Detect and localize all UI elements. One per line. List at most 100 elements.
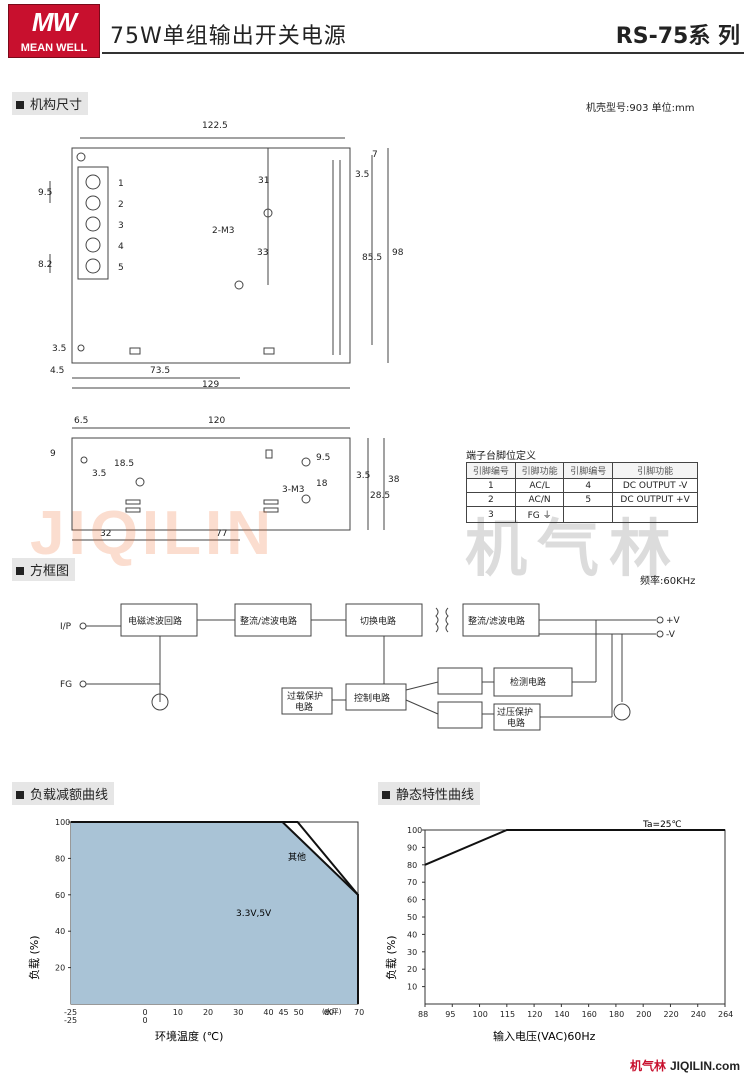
terminal-number: 3 bbox=[118, 221, 124, 231]
watermark-latin: JIQILIN bbox=[30, 499, 276, 568]
case-side-outline bbox=[71, 437, 351, 531]
dim-text: 18 bbox=[316, 479, 328, 489]
section-static: 静态特性曲线 bbox=[378, 782, 481, 805]
case-outline bbox=[71, 147, 351, 364]
series-title: RS-75系 列 bbox=[615, 24, 740, 49]
pin-table: 引脚编号 引脚功能 引脚编号 引脚功能 1 AC/L 4 DC OUTPUT -… bbox=[466, 462, 698, 523]
x-tick-label: 220 bbox=[663, 1010, 678, 1019]
case-info: 机壳型号:903 单位:mm bbox=[586, 103, 695, 114]
logo-text: MEAN WELL bbox=[20, 42, 88, 54]
detect-label: 检测电路 bbox=[510, 676, 546, 688]
table-row: 2 AC/N 5 DC OUTPUT +V bbox=[466, 492, 698, 507]
dim-text: 85.5 bbox=[362, 253, 382, 263]
x-tick-label: 20 bbox=[203, 1008, 213, 1017]
dim-text: 2-M3 bbox=[212, 226, 234, 236]
ovp-label: 电路 bbox=[507, 717, 525, 729]
series-label: 3.3V,5V bbox=[236, 909, 272, 919]
dim-text: 3.5 bbox=[356, 471, 370, 481]
dim-text: 4.5 bbox=[50, 366, 64, 376]
terminal-block bbox=[77, 166, 109, 280]
x-tick-label: 70 bbox=[354, 1008, 364, 1017]
y-tick-label: 10 bbox=[407, 983, 417, 992]
dim-text: 3.5 bbox=[52, 344, 66, 354]
dim-text: 28.5 bbox=[370, 491, 390, 501]
y-tick-label: 20 bbox=[55, 964, 65, 973]
optocoupler-2 bbox=[437, 701, 483, 729]
dim-text: 73.5 bbox=[150, 366, 170, 376]
x-tick-label: 120 bbox=[527, 1010, 542, 1019]
table-header: 引脚功能 bbox=[514, 462, 565, 479]
x-tick-label: -25 bbox=[64, 1016, 77, 1025]
x-tick-label: 0 bbox=[143, 1016, 148, 1025]
pin-table-title: 端子台脚位定义 bbox=[466, 451, 536, 462]
x-tick-label: 115 bbox=[500, 1010, 515, 1019]
table-row: 1 AC/L 4 DC OUTPUT -V bbox=[466, 478, 698, 493]
y-axis-label: 负载 (%) bbox=[384, 935, 398, 980]
y-tick-label: 40 bbox=[407, 930, 417, 939]
derating-area bbox=[71, 822, 358, 1004]
dim-text: 3.5 bbox=[355, 170, 369, 180]
dim-text: 9.5 bbox=[38, 188, 52, 198]
table-cell: 4 bbox=[563, 478, 614, 493]
x-tick-label: 264 bbox=[718, 1010, 733, 1019]
x-axis-label: 输入电压(VAC)60Hz bbox=[493, 1029, 596, 1043]
y-tick-label: 80 bbox=[55, 854, 65, 863]
table-cell: 3 bbox=[466, 506, 516, 523]
dim-text: 32 bbox=[100, 529, 111, 539]
table-header: 引脚编号 bbox=[466, 462, 516, 479]
dim-text: 98 bbox=[392, 248, 404, 258]
x-tick-label: -25 bbox=[64, 1008, 77, 1017]
terminal-number: 1 bbox=[118, 179, 124, 189]
bullet-icon bbox=[16, 791, 24, 799]
x-tick-label: 60 bbox=[324, 1008, 334, 1017]
terminal-screws bbox=[85, 174, 101, 274]
x-unit-note: (水平) bbox=[322, 1007, 342, 1016]
y-tick-label: 50 bbox=[407, 913, 417, 922]
rectifier-label: 整流/滤波电路 bbox=[240, 615, 297, 627]
control-label: 控制电路 bbox=[354, 692, 390, 704]
y-tick-label: 60 bbox=[55, 891, 65, 900]
y-axis-label: 负载 (%) bbox=[27, 935, 41, 980]
optocoupler-1 bbox=[437, 667, 483, 695]
y-tick-label: 30 bbox=[407, 948, 417, 957]
ta-label: Ta=25℃ bbox=[642, 820, 682, 830]
x-tick-label: 50 bbox=[294, 1008, 304, 1017]
x-tick-label: 140 bbox=[554, 1010, 569, 1019]
emi-label: 电磁滤波回路 bbox=[128, 615, 182, 627]
dim-text: 122.5 bbox=[202, 121, 228, 131]
meanwell-logo: MW MEAN WELL bbox=[8, 4, 100, 58]
ocp-box bbox=[281, 687, 333, 715]
switching-label: 切换电路 bbox=[360, 615, 396, 627]
series-line-3v3-5v bbox=[71, 821, 359, 1004]
dim-text: 18.5 bbox=[114, 459, 134, 469]
x-tick-label: 88 bbox=[418, 1010, 428, 1019]
output-rectifier-label: 整流/滤波电路 bbox=[468, 615, 525, 627]
fg-label: FG bbox=[60, 680, 72, 690]
series-label: 其他 bbox=[288, 851, 306, 863]
dim-text: 8.2 bbox=[38, 260, 52, 270]
y-tick-label: 100 bbox=[407, 826, 422, 835]
x-tick-label: 10 bbox=[173, 1008, 183, 1017]
header-rule bbox=[102, 52, 744, 54]
dim-text: 3-M3 bbox=[282, 485, 304, 495]
terminal-number: 4 bbox=[118, 242, 124, 252]
y-tick-label: 20 bbox=[407, 965, 417, 974]
y-tick-label: 90 bbox=[407, 843, 417, 852]
table-cell bbox=[612, 506, 698, 523]
bullet-icon bbox=[16, 101, 24, 109]
ocp-label: 过载保护 bbox=[287, 690, 323, 702]
dim-text: 7 bbox=[372, 150, 378, 160]
x-tick-label: 160 bbox=[582, 1010, 597, 1019]
page-title: 75W单组输出开关电源 bbox=[110, 24, 347, 49]
terminal-number: 5 bbox=[118, 263, 124, 273]
table-header: 引脚编号 bbox=[563, 462, 614, 479]
x-tick-label: 240 bbox=[691, 1010, 706, 1019]
x-tick-label: 45 bbox=[278, 1008, 288, 1017]
ip-label: I/P bbox=[60, 622, 72, 632]
x-tick-label: 180 bbox=[609, 1010, 624, 1019]
dim-text: 9.5 bbox=[316, 453, 330, 463]
dim-text: 38 bbox=[388, 475, 400, 485]
dim-text: 129 bbox=[202, 380, 219, 390]
